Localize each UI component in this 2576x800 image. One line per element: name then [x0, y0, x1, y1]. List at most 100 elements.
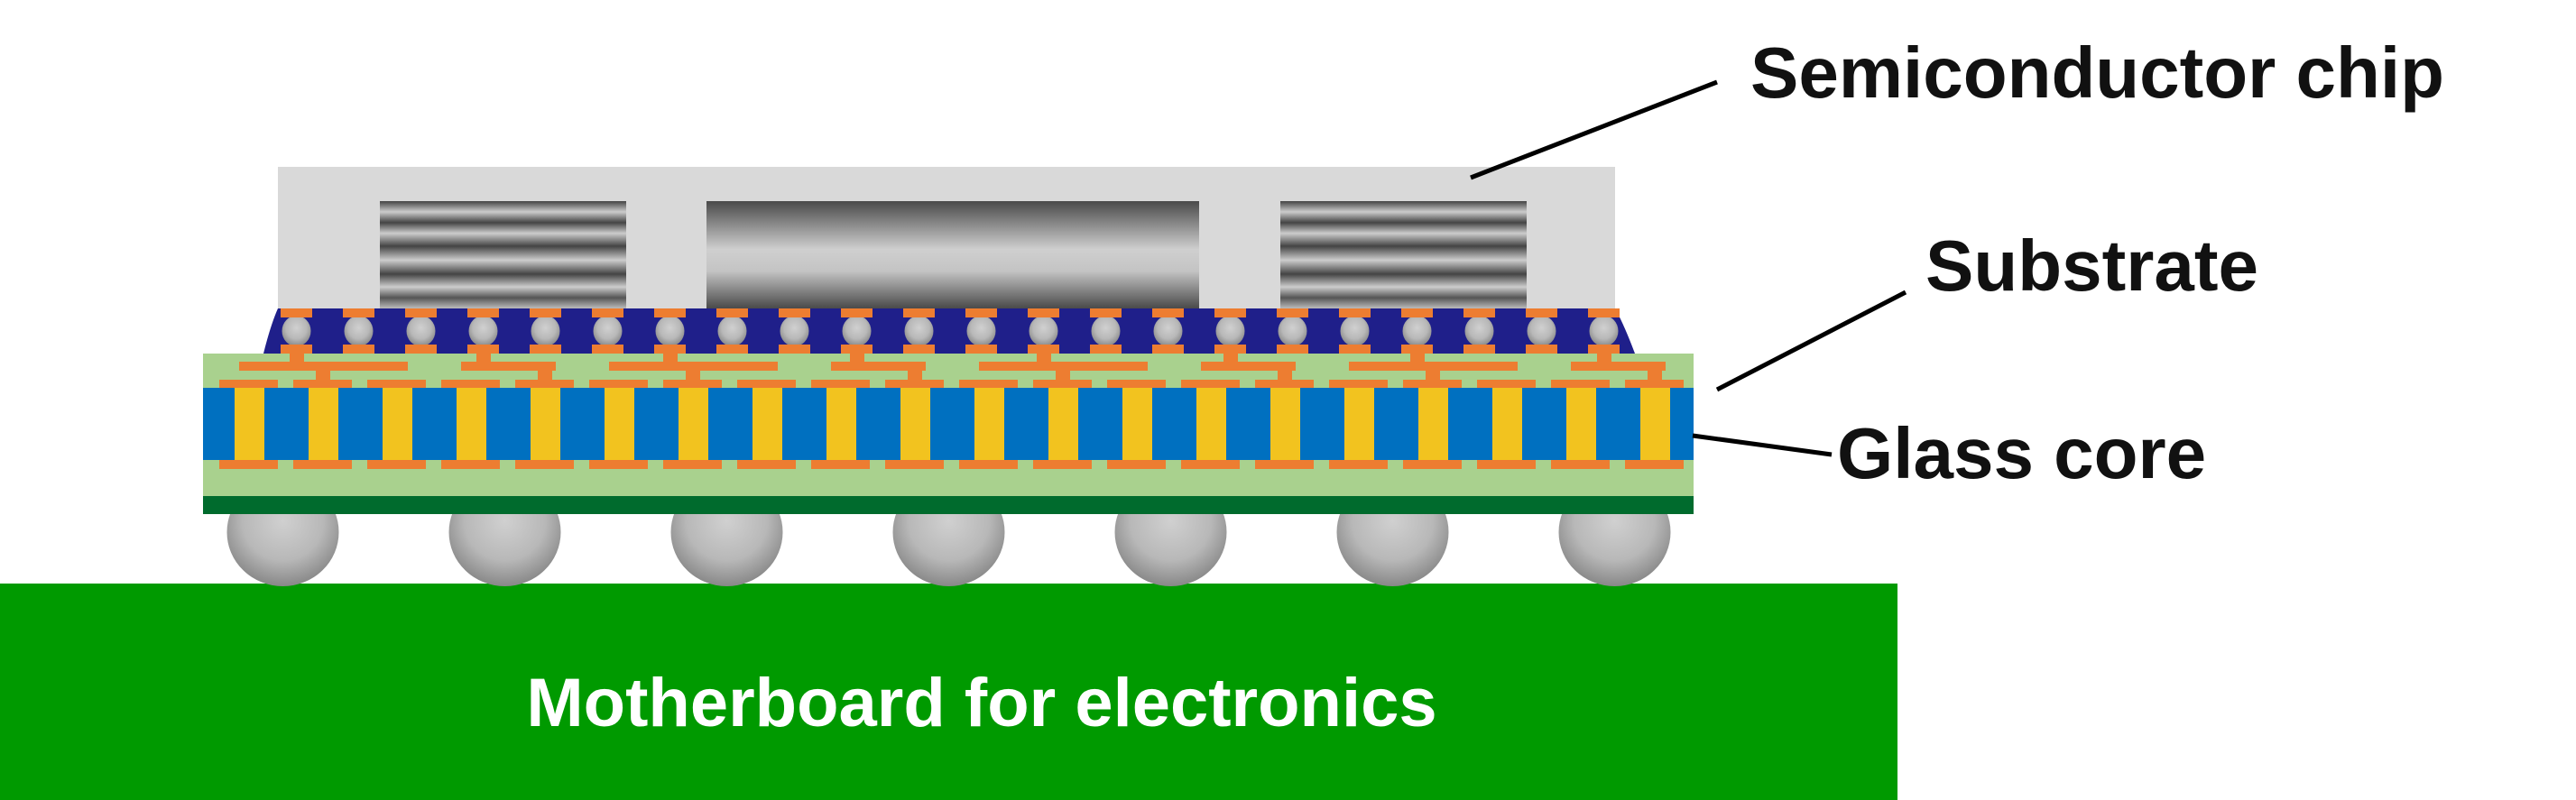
- glass-core-label: Glass core: [1837, 413, 2206, 493]
- core-via: [605, 388, 634, 460]
- bump-pad-top: [654, 308, 686, 317]
- rdl-via: [1426, 371, 1440, 380]
- glass-core: [203, 388, 1694, 460]
- rdl-via: [908, 371, 922, 380]
- via-pad-bottom: [1107, 460, 1166, 469]
- via-pad-bottom: [1551, 460, 1610, 469]
- rdl-via: [316, 371, 330, 380]
- rdl-trace: [609, 362, 778, 371]
- bump-pad-top: [1090, 308, 1122, 317]
- core-via: [1418, 388, 1448, 460]
- rdl-trace: [1571, 362, 1666, 371]
- bump-pad-bottom: [343, 345, 374, 354]
- bump-pad-bottom: [965, 345, 997, 354]
- bump-pad-top: [1214, 308, 1246, 317]
- rdl-via: [290, 354, 304, 362]
- bump-pad-bottom: [903, 345, 935, 354]
- bump-pad-top: [903, 308, 935, 317]
- micro-bump: [1091, 316, 1121, 346]
- via-pad-bottom: [367, 460, 426, 469]
- bump-pad-bottom: [716, 345, 748, 354]
- bump-pad-bottom: [1277, 345, 1308, 354]
- via-pad-bottom: [515, 460, 574, 469]
- micro-bump: [406, 316, 436, 346]
- rdl-trace: [1201, 362, 1296, 371]
- core-via: [531, 388, 560, 460]
- bump-pad-bottom: [405, 345, 437, 354]
- via-pad-bottom: [737, 460, 796, 469]
- via-pad-bottom: [959, 460, 1018, 469]
- bump-pad-top: [841, 308, 873, 317]
- core-via: [900, 388, 930, 460]
- core-via: [1196, 388, 1226, 460]
- via-pad-top: [293, 380, 352, 388]
- bump-pad-top: [343, 308, 374, 317]
- bump-pad-top: [1152, 308, 1184, 317]
- bump-pad-top: [1463, 308, 1495, 317]
- via-pad-top: [1403, 380, 1462, 388]
- micro-bump: [1464, 316, 1494, 346]
- via-pad-top: [367, 380, 426, 388]
- via-pad-top: [737, 380, 796, 388]
- rdl-via: [1037, 354, 1051, 362]
- via-pad-top: [1551, 380, 1610, 388]
- substrate-leader-line: [1715, 290, 1907, 392]
- rdl-via: [476, 354, 491, 362]
- bump-pad-bottom: [467, 345, 499, 354]
- redistribution-traces: [239, 354, 1666, 380]
- via-pad-bottom: [1033, 460, 1092, 469]
- bump-pad-bottom: [779, 345, 810, 354]
- micro-bump: [1029, 316, 1058, 346]
- via-pad-bottom: [811, 460, 870, 469]
- rdl-via: [1056, 371, 1070, 380]
- core-via: [974, 388, 1004, 460]
- core-via: [1566, 388, 1596, 460]
- bump-pad-bottom: [1588, 345, 1620, 354]
- micro-bump: [1402, 316, 1432, 346]
- micro-bump: [1340, 316, 1370, 346]
- bump-pad-bottom: [1090, 345, 1122, 354]
- bump-pad-bottom: [530, 345, 561, 354]
- chip-memory-block-right: [1280, 201, 1527, 308]
- bump-pad-top: [1401, 308, 1433, 317]
- rdl-via: [538, 371, 552, 380]
- core-via: [752, 388, 782, 460]
- core-via: [383, 388, 412, 460]
- rdl-via: [1410, 354, 1425, 362]
- micro-bump: [1215, 316, 1245, 346]
- motherboard: [0, 584, 1897, 800]
- micro-bump: [531, 316, 560, 346]
- via-pad-bottom: [1403, 460, 1462, 469]
- bump-pad-bottom: [841, 345, 873, 354]
- bump-pad-top: [1339, 308, 1371, 317]
- solder-resist-layer: [203, 496, 1694, 514]
- micro-bump: [1153, 316, 1183, 346]
- via-pad-top: [589, 380, 648, 388]
- via-pad-top: [1181, 380, 1240, 388]
- bump-pad-top: [965, 308, 997, 317]
- via-pad-top: [441, 380, 500, 388]
- via-pad-top: [515, 380, 574, 388]
- via-pad-bottom: [1477, 460, 1536, 469]
- micro-bump: [344, 316, 374, 346]
- bump-pad-top: [716, 308, 748, 317]
- core-via: [309, 388, 338, 460]
- bump-pad-bottom: [1401, 345, 1433, 354]
- via-pad-bottom: [219, 460, 278, 469]
- rdl-via: [1278, 371, 1292, 380]
- rdl-via: [1648, 371, 1662, 380]
- via-pad-bottom: [589, 460, 648, 469]
- bump-pad-bottom: [1028, 345, 1059, 354]
- micro-bump: [904, 316, 934, 346]
- rdl-trace: [461, 362, 556, 371]
- core-via: [826, 388, 856, 460]
- bump-pad-bottom: [1339, 345, 1371, 354]
- bump-pad-bottom: [1463, 345, 1495, 354]
- core-via: [1270, 388, 1300, 460]
- rdl-trace: [979, 362, 1148, 371]
- chip-memory-block-left: [380, 201, 626, 308]
- bump-pad-bottom: [654, 345, 686, 354]
- micro-bump: [1278, 316, 1307, 346]
- substrate-label: Substrate: [1925, 225, 2258, 306]
